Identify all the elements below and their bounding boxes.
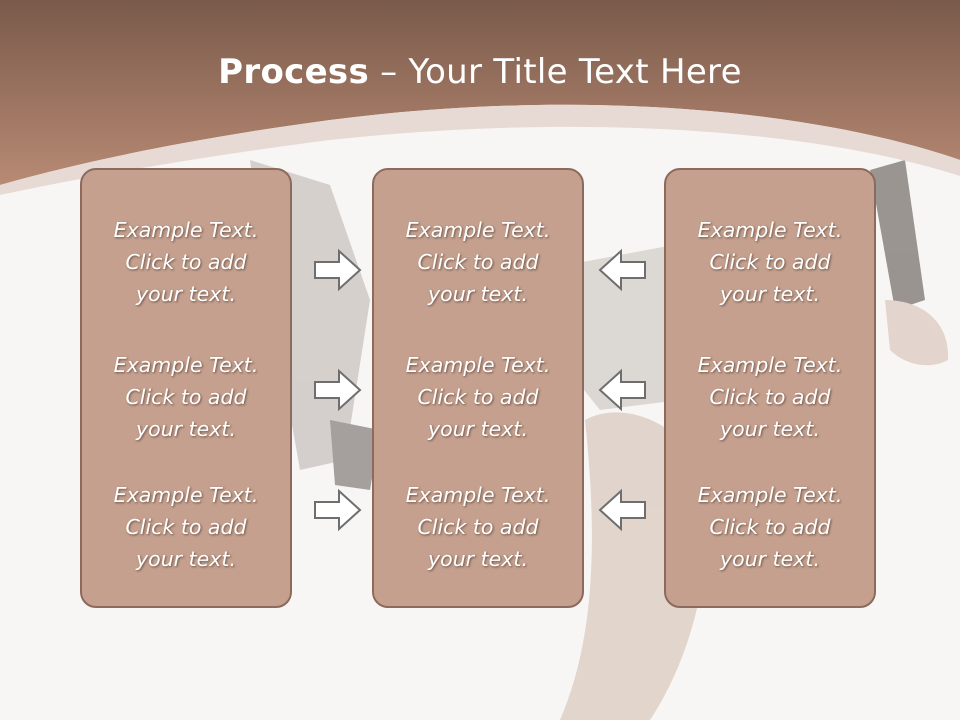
text-line: Example Text. xyxy=(405,218,551,242)
text-line: your text. xyxy=(136,417,236,441)
text-line: Example Text. xyxy=(697,483,843,507)
text-line: Example Text. xyxy=(113,218,259,242)
text-line: your text. xyxy=(720,282,820,306)
left-arrow-icon xyxy=(598,488,646,532)
text-line: your text. xyxy=(428,547,528,571)
text-line: your text. xyxy=(720,547,820,571)
text-line: Example Text. xyxy=(697,218,843,242)
text-line: your text. xyxy=(720,417,820,441)
right-arrow-icon xyxy=(314,488,362,532)
right-process-box[interactable]: Example Text. Click to add your text. Ex… xyxy=(664,168,876,608)
text-line: Click to add xyxy=(417,515,539,539)
text-line: your text. xyxy=(136,282,236,306)
text-line: Example Text. xyxy=(697,353,843,377)
right-box-text-3[interactable]: Example Text. Click to add your text. xyxy=(666,479,874,575)
text-line: Click to add xyxy=(417,385,539,409)
text-line: Click to add xyxy=(709,385,831,409)
text-line: Example Text. xyxy=(405,483,551,507)
text-line: your text. xyxy=(428,282,528,306)
right-box-text-1[interactable]: Example Text. Click to add your text. xyxy=(666,214,874,310)
text-line: your text. xyxy=(428,417,528,441)
text-line: Click to add xyxy=(125,385,247,409)
left-box-text-3[interactable]: Example Text. Click to add your text. xyxy=(82,479,290,575)
left-box-text-1[interactable]: Example Text. Click to add your text. xyxy=(82,214,290,310)
text-line: Click to add xyxy=(417,250,539,274)
right-box-text-2[interactable]: Example Text. Click to add your text. xyxy=(666,349,874,445)
text-line: Click to add xyxy=(125,515,247,539)
text-line: Example Text. xyxy=(113,483,259,507)
left-box-text-2[interactable]: Example Text. Click to add your text. xyxy=(82,349,290,445)
text-line: Example Text. xyxy=(405,353,551,377)
center-process-box[interactable]: Example Text. Click to add your text. Ex… xyxy=(372,168,584,608)
left-process-box[interactable]: Example Text. Click to add your text. Ex… xyxy=(80,168,292,608)
right-arrow-icon xyxy=(314,368,362,412)
center-box-text-1[interactable]: Example Text. Click to add your text. xyxy=(374,214,582,310)
center-box-text-2[interactable]: Example Text. Click to add your text. xyxy=(374,349,582,445)
text-line: your text. xyxy=(136,547,236,571)
text-line: Example Text. xyxy=(113,353,259,377)
text-line: Click to add xyxy=(125,250,247,274)
text-line: Click to add xyxy=(709,250,831,274)
left-arrow-icon xyxy=(598,248,646,292)
title-rest: – Your Title Text Here xyxy=(369,52,742,92)
title-bold: Process xyxy=(218,52,370,92)
header-band xyxy=(0,0,960,185)
right-arrow-icon xyxy=(314,248,362,292)
left-arrow-icon xyxy=(598,368,646,412)
text-line: Click to add xyxy=(709,515,831,539)
center-box-text-3[interactable]: Example Text. Click to add your text. xyxy=(374,479,582,575)
slide-title[interactable]: Process – Your Title Text Here xyxy=(0,52,960,92)
header-highlight xyxy=(0,104,960,195)
